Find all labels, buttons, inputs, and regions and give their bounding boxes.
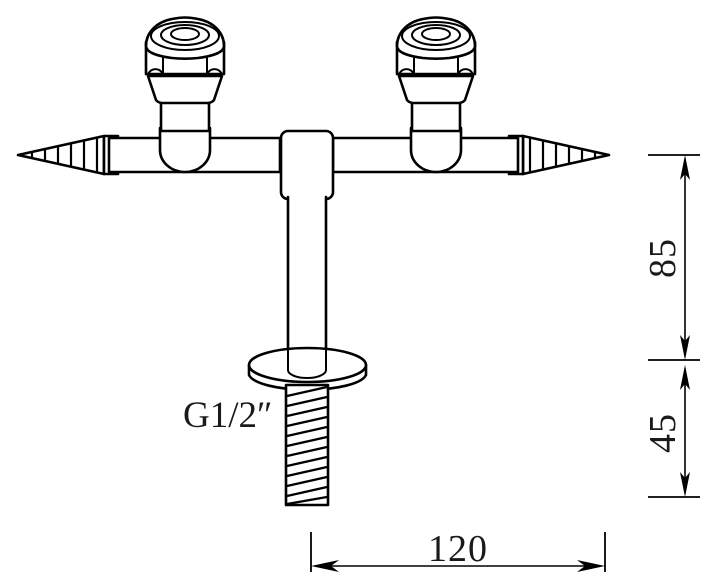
arrowhead-120-right — [577, 560, 605, 572]
flange-top-disc — [247, 346, 368, 384]
right-handle-skirt — [397, 74, 475, 105]
threaded-shank-body — [284, 383, 330, 507]
left-hose-barb-nozzle — [16, 134, 120, 176]
flange-stem-intersection — [287, 347, 327, 379]
right-hose-barb-nozzle — [507, 134, 611, 176]
left-valve-neck — [158, 126, 212, 174]
right-valve-handle — [395, 16, 477, 174]
thread-helix-lines — [286, 385, 328, 506]
threaded-shank — [284, 383, 330, 507]
dimension-45: 45 — [642, 365, 700, 498]
left-handle-skirt — [146, 74, 224, 105]
left-handle-cap-rim — [144, 16, 226, 61]
right-valve-stem-collar — [410, 98, 462, 133]
arrowhead-120-left — [311, 560, 339, 572]
left-cap-ring-inner — [170, 27, 200, 41]
left-valve-handle — [144, 16, 226, 174]
mounting-flange — [247, 346, 368, 392]
dimension-85: 85 — [642, 154, 700, 361]
right-cap-ring-mid — [411, 24, 461, 46]
thread-spec-label: G1/2″ — [183, 395, 272, 436]
left-cap-ring-mid — [160, 24, 210, 46]
right-handle-scallops — [398, 68, 474, 75]
left-handle-scallops — [147, 68, 223, 75]
dimension-120-value: 120 — [428, 528, 488, 570]
dimension-85-value: 85 — [642, 238, 684, 278]
arrowhead-45-bottom — [680, 472, 690, 497]
right-valve-neck — [409, 126, 463, 174]
right-cap-ring-outer — [401, 21, 471, 51]
right-cap-ring-inner — [421, 27, 451, 41]
arrowhead-85-top — [680, 155, 690, 180]
arrowhead-45-top — [680, 365, 690, 390]
left-nozzle-serrations — [30, 138, 99, 172]
left-valve-stem-collar — [159, 98, 211, 133]
right-handle-cap-rim — [395, 16, 477, 61]
dimension-120: 120 — [310, 528, 606, 572]
arrowhead-85-bottom — [680, 335, 690, 360]
center-block — [279, 129, 335, 201]
dimension-45-value: 45 — [642, 413, 684, 453]
center-block-body — [279, 129, 335, 201]
right-nozzle-serrations — [528, 138, 597, 172]
left-cap-ring-outer — [150, 21, 220, 51]
